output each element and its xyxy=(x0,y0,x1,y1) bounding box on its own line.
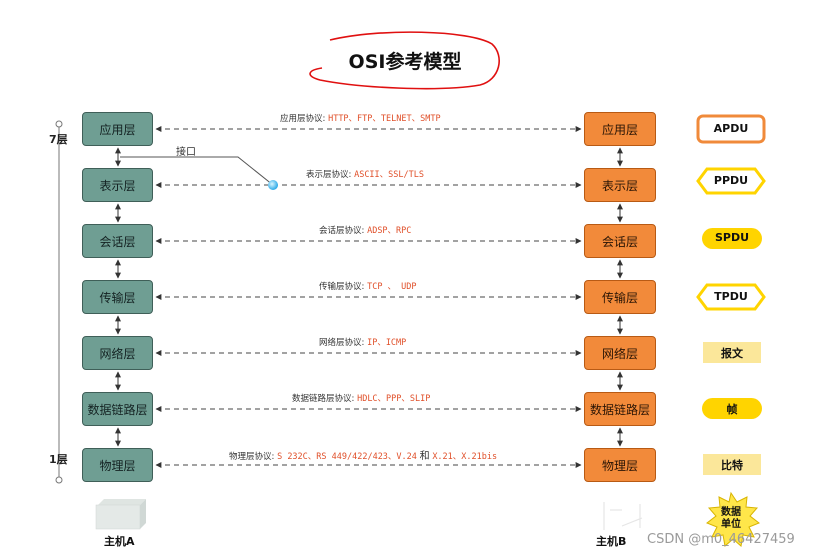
protocol-datalink-label: 数据链路层协议: xyxy=(292,394,355,404)
host-b-icon xyxy=(603,502,643,530)
layer-top-label: 7层 xyxy=(49,133,68,146)
protocol-transport: 传输层协议: TCP 、 UDP xyxy=(319,280,417,292)
host-a-layer-transport: 传输层 xyxy=(82,280,153,314)
protocol-network: 网络层协议: IP、ICMP xyxy=(319,336,406,348)
data-unit-burst xyxy=(706,491,760,547)
host-a-layer-datalink: 数据链路层 xyxy=(82,392,153,426)
layer-scale-bottom-dot xyxy=(55,476,63,484)
pdu-shape-tpdu xyxy=(696,283,766,311)
pdu-apdu: APDU xyxy=(713,122,749,135)
protocol-physical-values-tail: X.21、X.21bis xyxy=(432,452,498,462)
pdu-baowen: 报文 xyxy=(721,347,743,360)
layer-scale-top-dot xyxy=(55,120,63,128)
pdu-shape-spdu xyxy=(702,228,762,249)
diagram-title: OSI参考模型 xyxy=(348,51,462,73)
protocol-presentation-label: 表示层协议: xyxy=(306,170,352,180)
protocol-physical: 物理层协议: S 232C、RS 449/422/423、V.24 和 X.21… xyxy=(229,447,497,462)
data-unit-label-line2: 单位 xyxy=(721,519,741,530)
protocol-physical-conjunction: 和 xyxy=(419,451,430,462)
host-a-layer-application: 应用层 xyxy=(82,112,153,146)
pdu-shape-zhen xyxy=(702,398,762,419)
protocol-physical-label: 物理层协议: xyxy=(229,452,275,462)
interface-point xyxy=(268,180,278,190)
layer-bottom-label: 1层 xyxy=(49,453,68,466)
host-a-label: 主机A xyxy=(104,535,135,548)
protocol-physical-values: S 232C、RS 449/422/423、V.24 xyxy=(277,452,417,462)
host-a-layer-network: 网络层 xyxy=(82,336,153,370)
pdu-shape-baowen xyxy=(703,342,761,363)
peer-protocol-arrows xyxy=(155,126,582,468)
host-b-layer-application: 应用层 xyxy=(584,112,656,146)
host-a-icon xyxy=(95,499,146,530)
pdu-spdu: SPDU xyxy=(714,231,750,244)
host-b-layer-datalink: 数据链路层 xyxy=(584,392,656,426)
data-unit-label: 数据 单位 xyxy=(713,507,749,531)
protocol-session: 会话层协议: ADSP、RPC xyxy=(319,224,411,236)
interface-callout-line xyxy=(120,156,274,186)
protocol-transport-label: 传输层协议: xyxy=(319,282,365,292)
pdu-shape-apdu xyxy=(696,114,766,144)
pdu-shape-ppdu xyxy=(696,167,766,195)
host-b-label: 主机B xyxy=(596,535,627,548)
protocol-application: 应用层协议: HTTP、FTP、TELNET、SMTP xyxy=(280,112,441,124)
pdu-bite: 比特 xyxy=(721,459,743,472)
host-a-layer-presentation: 表示层 xyxy=(82,168,153,202)
host-b-layer-physical: 物理层 xyxy=(584,448,656,482)
protocol-datalink: 数据链路层协议: HDLC、PPP、SLIP xyxy=(292,392,430,404)
protocol-application-values: HTTP、FTP、TELNET、SMTP xyxy=(328,114,441,124)
host-b-layer-presentation: 表示层 xyxy=(584,168,656,202)
host-b-layer-session: 会话层 xyxy=(584,224,656,258)
host-a-layer-session: 会话层 xyxy=(82,224,153,258)
protocol-session-values: ADSP、RPC xyxy=(367,226,412,236)
pdu-shape-bite xyxy=(703,454,761,475)
title-scribble xyxy=(309,31,500,90)
pdu-zhen: 帧 xyxy=(726,403,738,416)
protocol-transport-values: TCP 、 UDP xyxy=(367,282,417,292)
host-a-layer-physical: 物理层 xyxy=(82,448,153,482)
protocol-datalink-values: HDLC、PPP、SLIP xyxy=(357,394,431,404)
protocol-network-values: IP、ICMP xyxy=(367,338,407,348)
pdu-tpdu: TPDU xyxy=(714,290,748,303)
protocol-application-label: 应用层协议: xyxy=(280,114,326,124)
host-b-layer-network: 网络层 xyxy=(584,336,656,370)
interface-label: 接口 xyxy=(176,147,196,158)
protocol-presentation: 表示层协议: ASCII、SSL/TLS xyxy=(306,168,424,180)
protocol-presentation-values: ASCII、SSL/TLS xyxy=(354,170,424,180)
protocol-session-label: 会话层协议: xyxy=(319,226,365,236)
watermark: CSDN @m0_46427459 xyxy=(647,532,795,547)
data-unit-label-line1: 数据 xyxy=(721,507,741,518)
pdu-ppdu: PPDU xyxy=(713,174,749,187)
protocol-network-label: 网络层协议: xyxy=(319,338,365,348)
host-b-layer-transport: 传输层 xyxy=(584,280,656,314)
